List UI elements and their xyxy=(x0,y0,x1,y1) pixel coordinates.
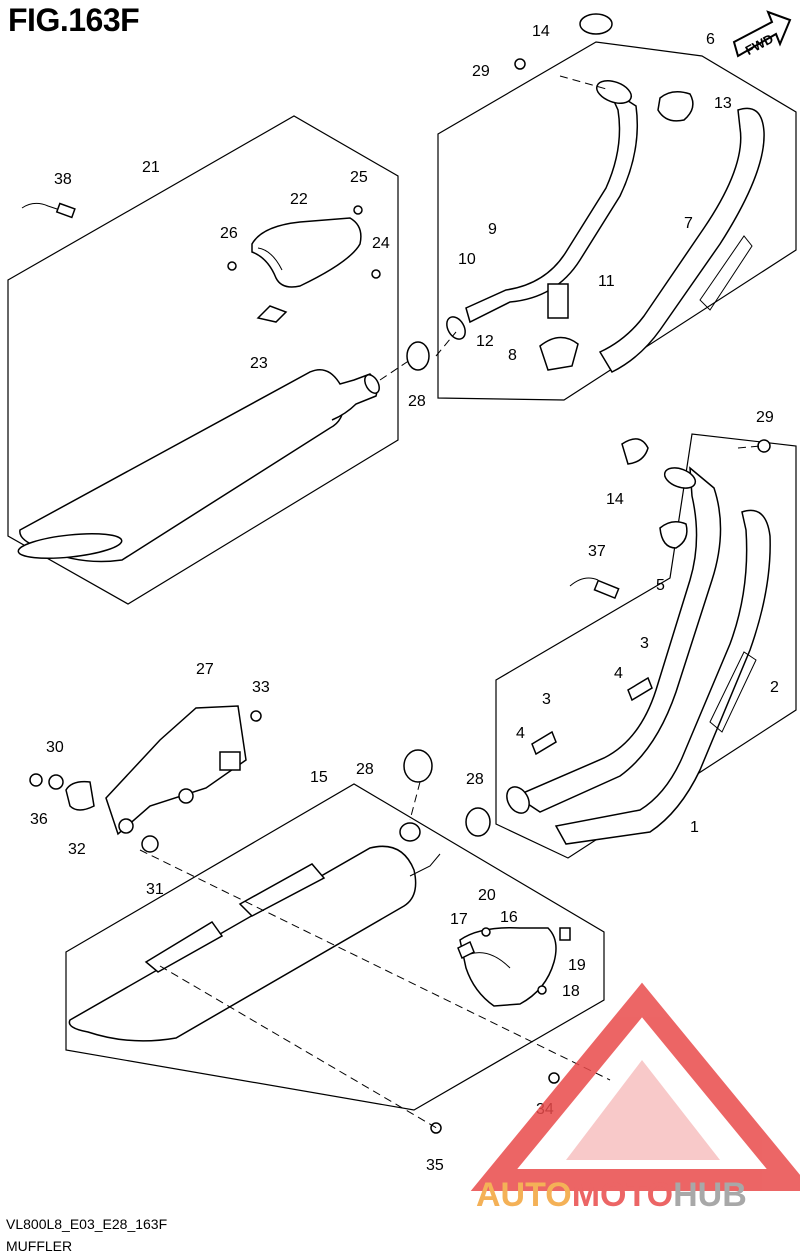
sensor-37 xyxy=(569,577,620,600)
callout-1: 1 xyxy=(690,819,699,836)
callout-25: 25 xyxy=(350,169,368,186)
muffler-15-box xyxy=(65,783,605,1111)
callout-28b: 28 xyxy=(356,761,374,778)
callout-16: 16 xyxy=(500,909,518,926)
sensor-boss xyxy=(547,283,569,319)
callout-3a: 3 xyxy=(640,635,649,652)
callout-29a: 29 xyxy=(472,63,490,80)
clamp-25 xyxy=(353,205,363,215)
watermark-triangle xyxy=(470,982,800,1191)
callout-31: 31 xyxy=(146,881,164,898)
callout-22: 22 xyxy=(290,191,308,208)
nut-35 xyxy=(430,1122,442,1134)
callout-5: 5 xyxy=(656,577,665,594)
callout-labels: 1 2 3 3 4 4 5 6 7 8 9 10 11 12 13 14 14 … xyxy=(30,23,779,1174)
nut-36 xyxy=(29,773,43,787)
callout-17: 17 xyxy=(450,911,468,928)
clamp-13 xyxy=(657,91,694,122)
bushing-32 xyxy=(65,780,95,811)
exhaust-pipe-6-box xyxy=(437,41,797,401)
callout-20: 20 xyxy=(478,887,496,904)
gasket-28-lower-2 xyxy=(465,807,491,837)
callout-7: 7 xyxy=(684,215,693,232)
gasket-28-upper xyxy=(406,341,430,371)
callout-3b: 3 xyxy=(542,691,551,708)
bolt-33 xyxy=(250,710,262,722)
muffler-15 xyxy=(68,822,441,1042)
callout-23: 23 xyxy=(250,355,268,372)
figure-title: FIG.163F xyxy=(8,2,140,38)
callout-37: 37 xyxy=(588,543,606,560)
gasket-14-lower xyxy=(621,438,649,465)
callout-28a: 28 xyxy=(408,393,426,410)
callout-18: 18 xyxy=(562,983,580,1000)
callout-28c: 28 xyxy=(466,771,484,788)
callout-9: 9 xyxy=(488,221,497,238)
exhaust-pipe-6 xyxy=(446,80,639,340)
callout-4b: 4 xyxy=(516,725,525,742)
bracket-3-upper xyxy=(627,676,653,702)
exhaust-pipe-1 xyxy=(506,466,722,814)
callout-19: 19 xyxy=(568,957,586,974)
callout-6: 6 xyxy=(706,31,715,48)
callout-27: 27 xyxy=(196,661,214,678)
callout-21: 21 xyxy=(142,159,160,176)
callout-2: 2 xyxy=(770,679,779,696)
bolt-29-upper xyxy=(514,58,526,70)
gasket-28-lower-1 xyxy=(403,749,433,783)
callout-35: 35 xyxy=(426,1157,444,1174)
bolt-34 xyxy=(548,1072,560,1084)
exhaust-pipe-7 xyxy=(598,107,765,373)
exhaust-pipe-1-box xyxy=(495,433,797,859)
callout-24: 24 xyxy=(372,235,390,252)
exhaust-pipe-2 xyxy=(554,509,771,845)
callout-32: 32 xyxy=(68,841,86,858)
collar-31 xyxy=(141,835,159,853)
callout-36: 36 xyxy=(30,811,48,828)
callout-13: 13 xyxy=(714,95,732,112)
sensor-38 xyxy=(21,202,76,219)
bracket-27 xyxy=(105,705,247,836)
clamp-5 xyxy=(659,521,688,549)
bolt-26 xyxy=(227,261,237,271)
muffler-21 xyxy=(17,369,380,563)
bracket-3-lower xyxy=(531,730,557,756)
callout-4a: 4 xyxy=(614,665,623,682)
callout-26: 26 xyxy=(220,225,238,242)
callout-11: 11 xyxy=(598,273,615,290)
callout-10: 10 xyxy=(458,251,476,268)
bracket-17 xyxy=(457,940,475,960)
callout-12: 12 xyxy=(476,333,494,350)
watermark-text: AUTOMOTOHUB xyxy=(476,1176,747,1214)
heat-shield-22 xyxy=(251,217,362,288)
fwd-arrow-badge: FWD xyxy=(732,10,792,58)
bolt-18 xyxy=(537,985,547,995)
callout-15: 15 xyxy=(310,769,328,786)
callout-29b: 29 xyxy=(756,409,774,426)
callout-33: 33 xyxy=(252,679,270,696)
figure-code: VL800L8_E03_E28_163F xyxy=(6,1216,168,1232)
callout-30: 30 xyxy=(46,739,64,756)
bracket-8 xyxy=(539,336,579,371)
gasket-14-upper xyxy=(579,13,613,35)
figure-name: MUFFLER xyxy=(6,1238,73,1254)
callout-14a: 14 xyxy=(532,23,550,40)
bolt-20 xyxy=(481,927,491,937)
bolt-29-lower xyxy=(757,439,771,453)
washer-30 xyxy=(48,774,64,790)
callout-38: 38 xyxy=(54,171,72,188)
clamp-19 xyxy=(559,927,571,941)
bolt-24 xyxy=(371,269,381,279)
bracket-23 xyxy=(256,305,288,323)
heat-shield-16 xyxy=(459,927,557,1007)
muffler-21-box xyxy=(7,115,399,605)
callout-8: 8 xyxy=(508,347,517,364)
callout-14b: 14 xyxy=(606,491,624,508)
watermark-logo: AUTOMOTOHUB xyxy=(470,982,800,1214)
